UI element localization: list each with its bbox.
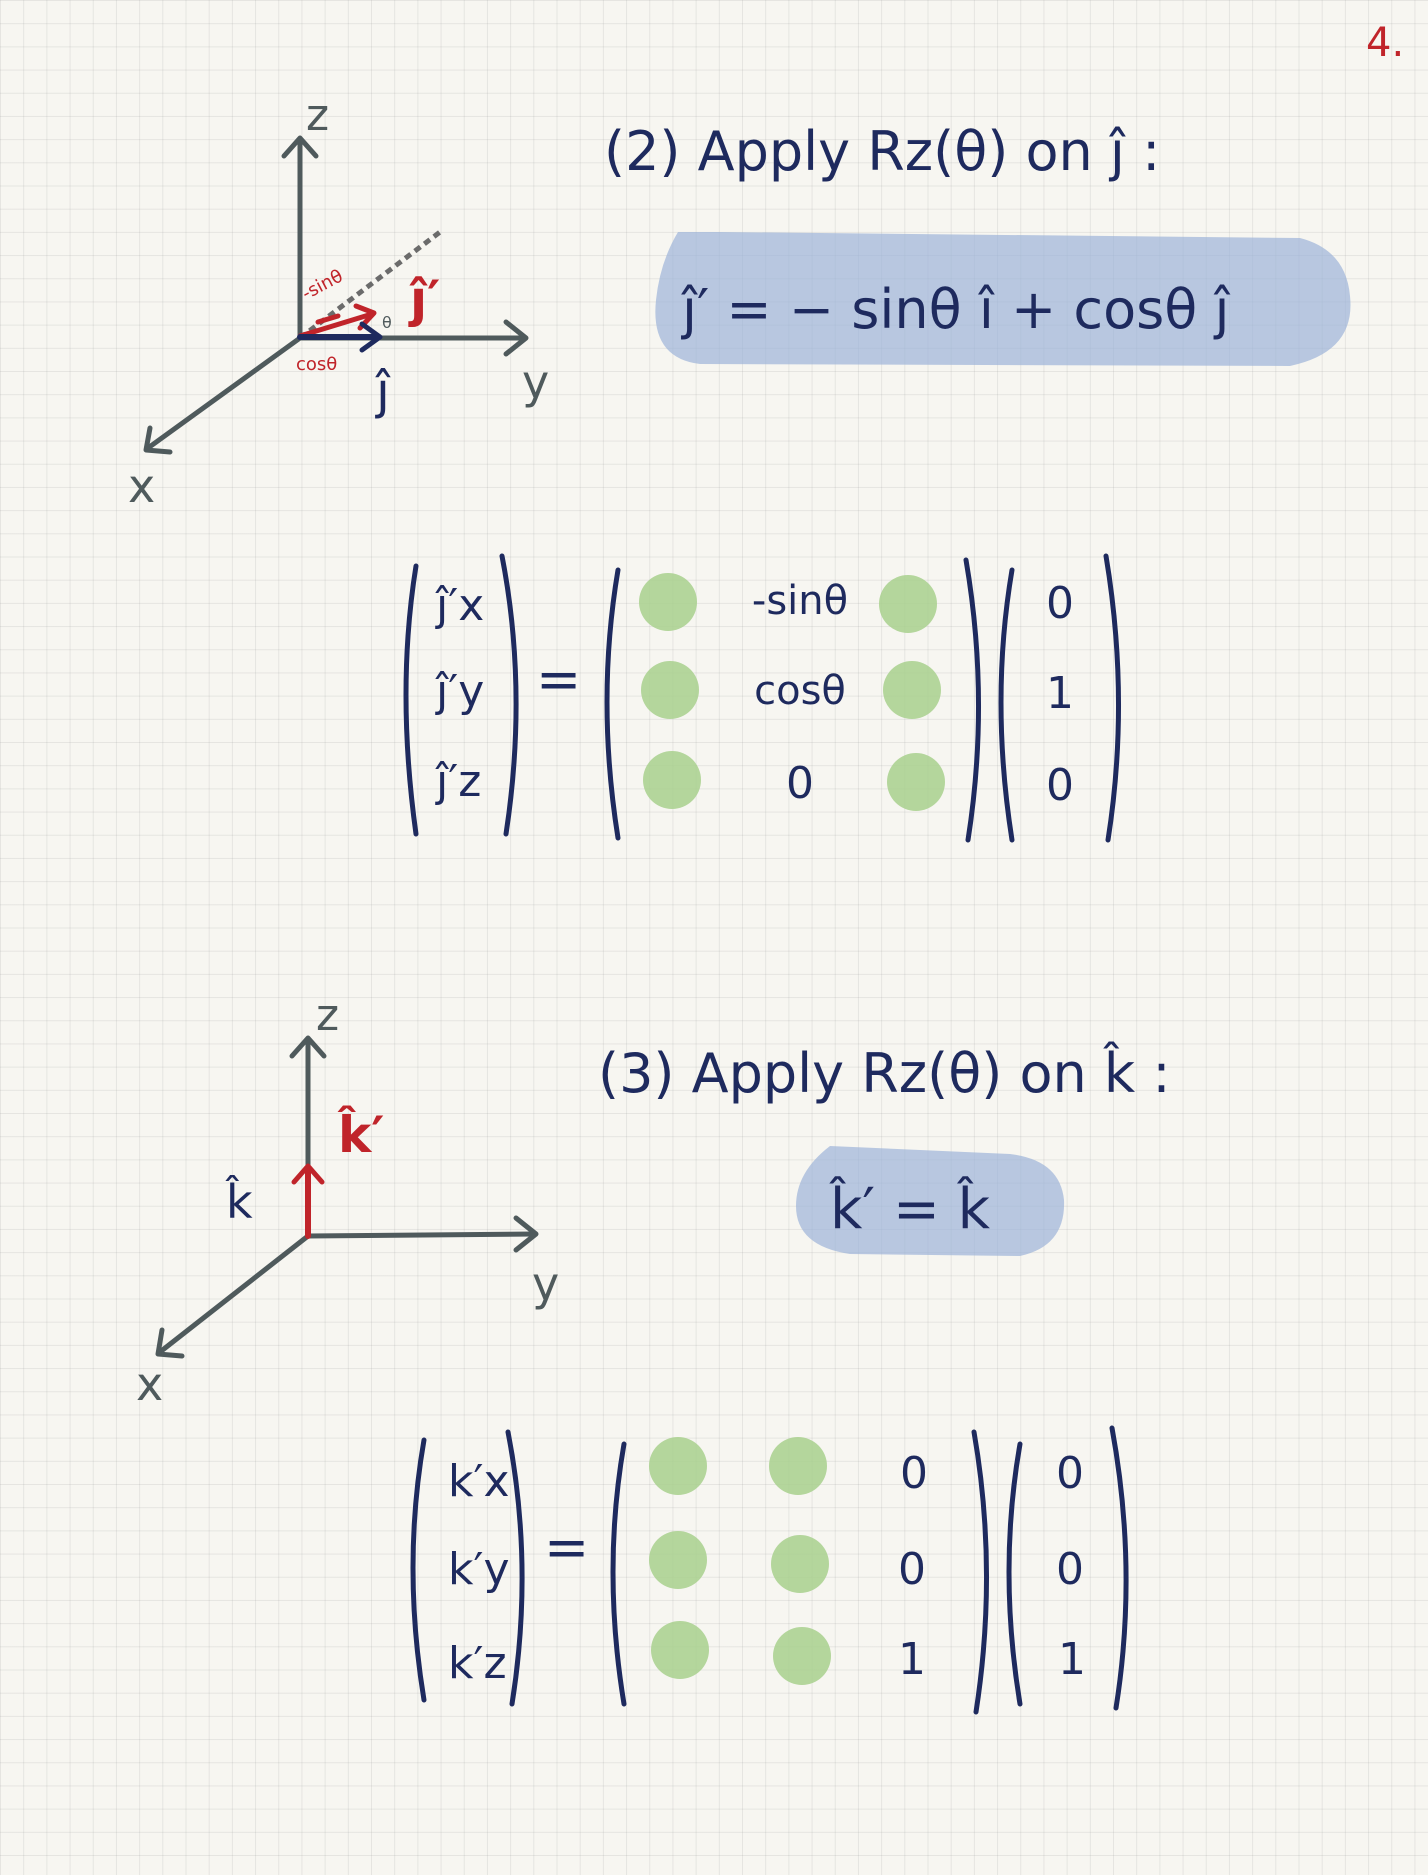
- y-axis-arrowhead: [513, 1215, 539, 1253]
- page-number: 4.: [1366, 20, 1404, 66]
- angle-label: θ: [382, 313, 392, 332]
- z-axis-label: z: [306, 90, 329, 141]
- axes-diagram-k: z y x k̂ k̂′: [136, 990, 559, 1411]
- lhs-entry-x: ĵ′x: [435, 580, 484, 631]
- lhs-bracket-left: [403, 563, 419, 837]
- vector-entry-3: 1: [1058, 1634, 1086, 1685]
- axes-diagram-j: z y x ĵ′ ĵ -sinθ cosθ θ: [128, 90, 549, 513]
- matrix-bracket-left: [610, 1441, 627, 1707]
- matrix-entry-r1: 0: [900, 1448, 928, 1499]
- lhs-bracket-right: [499, 553, 519, 837]
- section3-equation: k̂′ = k̂: [829, 1177, 991, 1242]
- green-dot: [649, 1437, 707, 1495]
- lhs-entry-y: ĵ′y: [435, 666, 484, 717]
- x-axis-label: x: [136, 1357, 163, 1411]
- green-dot: [771, 1535, 829, 1593]
- rotated-k-label: k̂′: [337, 1105, 384, 1164]
- matrix-entry-r3: 0: [786, 758, 814, 809]
- vector-entry-1: 0: [1046, 578, 1074, 629]
- vector-entry-2: 0: [1056, 1544, 1084, 1595]
- k-label: k̂: [225, 1175, 253, 1229]
- green-dot: [879, 575, 937, 633]
- matrix-equation-k: k′x k′y k′z = 0 0 1 0 0 1: [410, 1425, 1129, 1715]
- matrix-entry-r2: 0: [898, 1544, 926, 1595]
- matrix-entry-r1: -sinθ: [752, 578, 848, 624]
- equals-sign: =: [536, 648, 581, 711]
- rotated-j-vector: [297, 311, 375, 339]
- lhs-bracket-right: [505, 1429, 525, 1707]
- section2-heading: (2) Apply Rz(θ) on ĵ :: [604, 120, 1160, 183]
- rotated-j-label: ĵ′: [408, 270, 440, 328]
- matrix-bracket-right: [963, 557, 982, 843]
- matrix-equation-j: ĵ′x ĵ′y ĵ′z = -sinθ cosθ 0 0 1 0: [403, 553, 1122, 843]
- y-axis-arrowhead: [503, 319, 529, 357]
- vector-bracket-left: [1006, 1441, 1023, 1707]
- j-vector-arrowhead: [359, 321, 383, 353]
- green-dot: [651, 1621, 709, 1679]
- y-axis-label: y: [532, 1257, 559, 1311]
- z-axis-label: z: [316, 990, 339, 1041]
- x-axis-arrowhead: [143, 425, 173, 455]
- vector-entry-3: 0: [1046, 760, 1074, 811]
- matrix-bracket-left: [604, 567, 621, 841]
- matrix-entry-r2: cosθ: [754, 668, 846, 714]
- green-dot: [883, 661, 941, 719]
- lhs-entry-z: k′z: [448, 1638, 507, 1689]
- lhs-entry-y: k′y: [448, 1544, 510, 1595]
- x-axis: [157, 1233, 311, 1355]
- neg-sin-component: [315, 313, 341, 325]
- z-axis-arrowhead: [289, 1035, 327, 1059]
- y-axis: [305, 1231, 537, 1239]
- x-axis-arrowhead: [155, 1327, 185, 1359]
- green-dot: [641, 661, 699, 719]
- green-dot: [639, 573, 697, 631]
- green-dot: [773, 1627, 831, 1685]
- green-dot: [643, 751, 701, 809]
- green-dot: [769, 1437, 827, 1495]
- x-axis: [145, 335, 303, 451]
- matrix-entry-r3: 1: [898, 1634, 926, 1685]
- lhs-entry-z: ĵ′z: [435, 756, 481, 807]
- section3-heading: (3) Apply Rz(θ) on k̂ :: [598, 1042, 1171, 1105]
- lhs-entry-x: k′x: [448, 1456, 510, 1507]
- x-axis-label: x: [128, 459, 155, 513]
- neg-sin-label: -sinθ: [298, 266, 346, 305]
- vector-entry-2: 1: [1046, 668, 1074, 719]
- vector-entry-1: 0: [1056, 1448, 1084, 1499]
- k-vector-arrowhead: [291, 1163, 325, 1185]
- vector-bracket-right: [1103, 553, 1122, 843]
- cos-label: cosθ: [296, 354, 337, 375]
- z-axis-arrowhead: [281, 135, 319, 159]
- green-dot: [649, 1531, 707, 1589]
- vector-bracket-right: [1109, 1425, 1129, 1711]
- matrix-bracket-right: [971, 1429, 990, 1715]
- vector-bracket-left: [998, 567, 1015, 843]
- green-dot: [887, 753, 945, 811]
- equation-highlight: [796, 1146, 1065, 1256]
- section2-equation: ĵ′ = − sinθ î + cosθ ĵ: [681, 278, 1230, 341]
- y-axis-label: y: [522, 355, 549, 409]
- equals-sign: =: [544, 1516, 589, 1579]
- j-label: ĵ: [375, 362, 391, 420]
- lhs-bracket-left: [410, 1437, 427, 1703]
- equation-highlight: [655, 232, 1351, 366]
